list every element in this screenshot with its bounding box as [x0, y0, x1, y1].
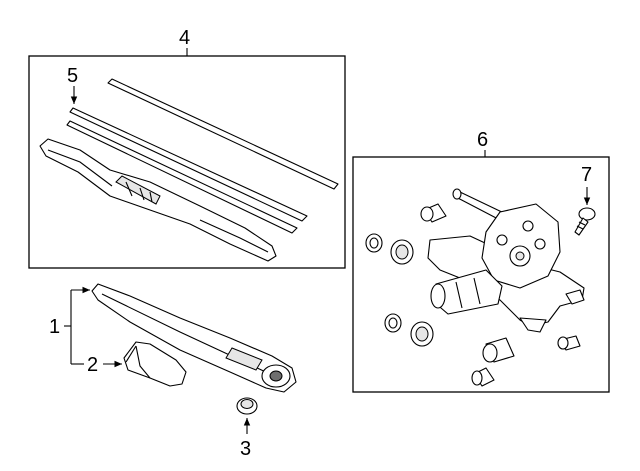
- blade-refill-strips: [66, 78, 339, 234]
- motor-assembly-box: [352, 150, 610, 393]
- callout-1: 1: [49, 316, 60, 338]
- grommet-upper: [420, 203, 447, 223]
- callout-6: 6: [477, 129, 488, 151]
- washer-lower: [384, 313, 402, 333]
- callout-5: 5: [67, 65, 78, 87]
- arm-cap-cover: [123, 341, 187, 387]
- grommet-bottom: [471, 367, 495, 387]
- grommet-lower: [482, 337, 515, 363]
- bolt-lower-right: [557, 335, 581, 351]
- bushing-lower: [410, 321, 434, 347]
- wiper-arm: [91, 283, 297, 393]
- callout-7: 7: [581, 164, 592, 186]
- blade-assembly-box: [28, 48, 346, 269]
- callout-1-bracket: [64, 286, 90, 365]
- wiper-motor: [427, 188, 585, 333]
- wiper-blade: [39, 138, 277, 262]
- callout-2: 2: [87, 354, 98, 376]
- bushing-upper: [390, 239, 414, 265]
- callout-4: 4: [179, 27, 190, 49]
- washer-upper: [365, 233, 383, 253]
- callout-3: 3: [240, 438, 251, 460]
- mounting-bolt: [574, 207, 596, 236]
- pivot-nut: [236, 397, 258, 415]
